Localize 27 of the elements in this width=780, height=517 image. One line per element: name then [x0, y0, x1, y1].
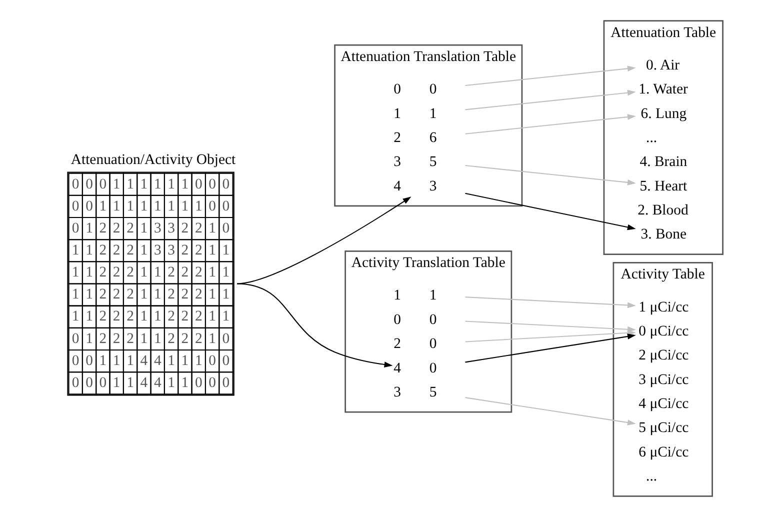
node-text: 2 6 [394, 130, 437, 146]
node-text: 0 0 [394, 312, 437, 328]
node-text: 0. Air [646, 57, 680, 74]
node-text: 1 1 [394, 106, 437, 122]
node-text: 4. Brain [640, 154, 688, 170]
node-text: 2 μCi/cc [638, 348, 689, 364]
node-text: 4 0 [394, 360, 437, 376]
node-text: 5 μCi/cc [638, 420, 689, 436]
node-text: 3 5 [394, 154, 437, 170]
node-text: 6. Lung [640, 106, 687, 122]
node-text: 1 μCi/cc [638, 299, 689, 316]
node-text: 6 μCi/cc [638, 444, 689, 460]
node-text: 2. Blood [638, 202, 688, 219]
node-text: ... [646, 130, 658, 146]
node-text: ... [646, 468, 658, 485]
node-label: Attenuation/Activity Object [70, 152, 236, 168]
node-text: 2 0 [394, 336, 437, 352]
node-text: 1 1 [394, 288, 437, 304]
node-text: 0 0 [394, 82, 437, 98]
node-text: 5. Heart [640, 178, 688, 194]
node-text: 4 μCi/cc [638, 396, 689, 412]
node-text: 0 μCi/cc [638, 323, 689, 340]
node-text: 1. Water [638, 82, 688, 98]
node-text: 3 5 [394, 384, 437, 400]
node-text: 3. Bone [640, 226, 687, 243]
node-text: 4 3 [394, 178, 437, 194]
node-text: 3 μCi/cc [638, 372, 689, 388]
